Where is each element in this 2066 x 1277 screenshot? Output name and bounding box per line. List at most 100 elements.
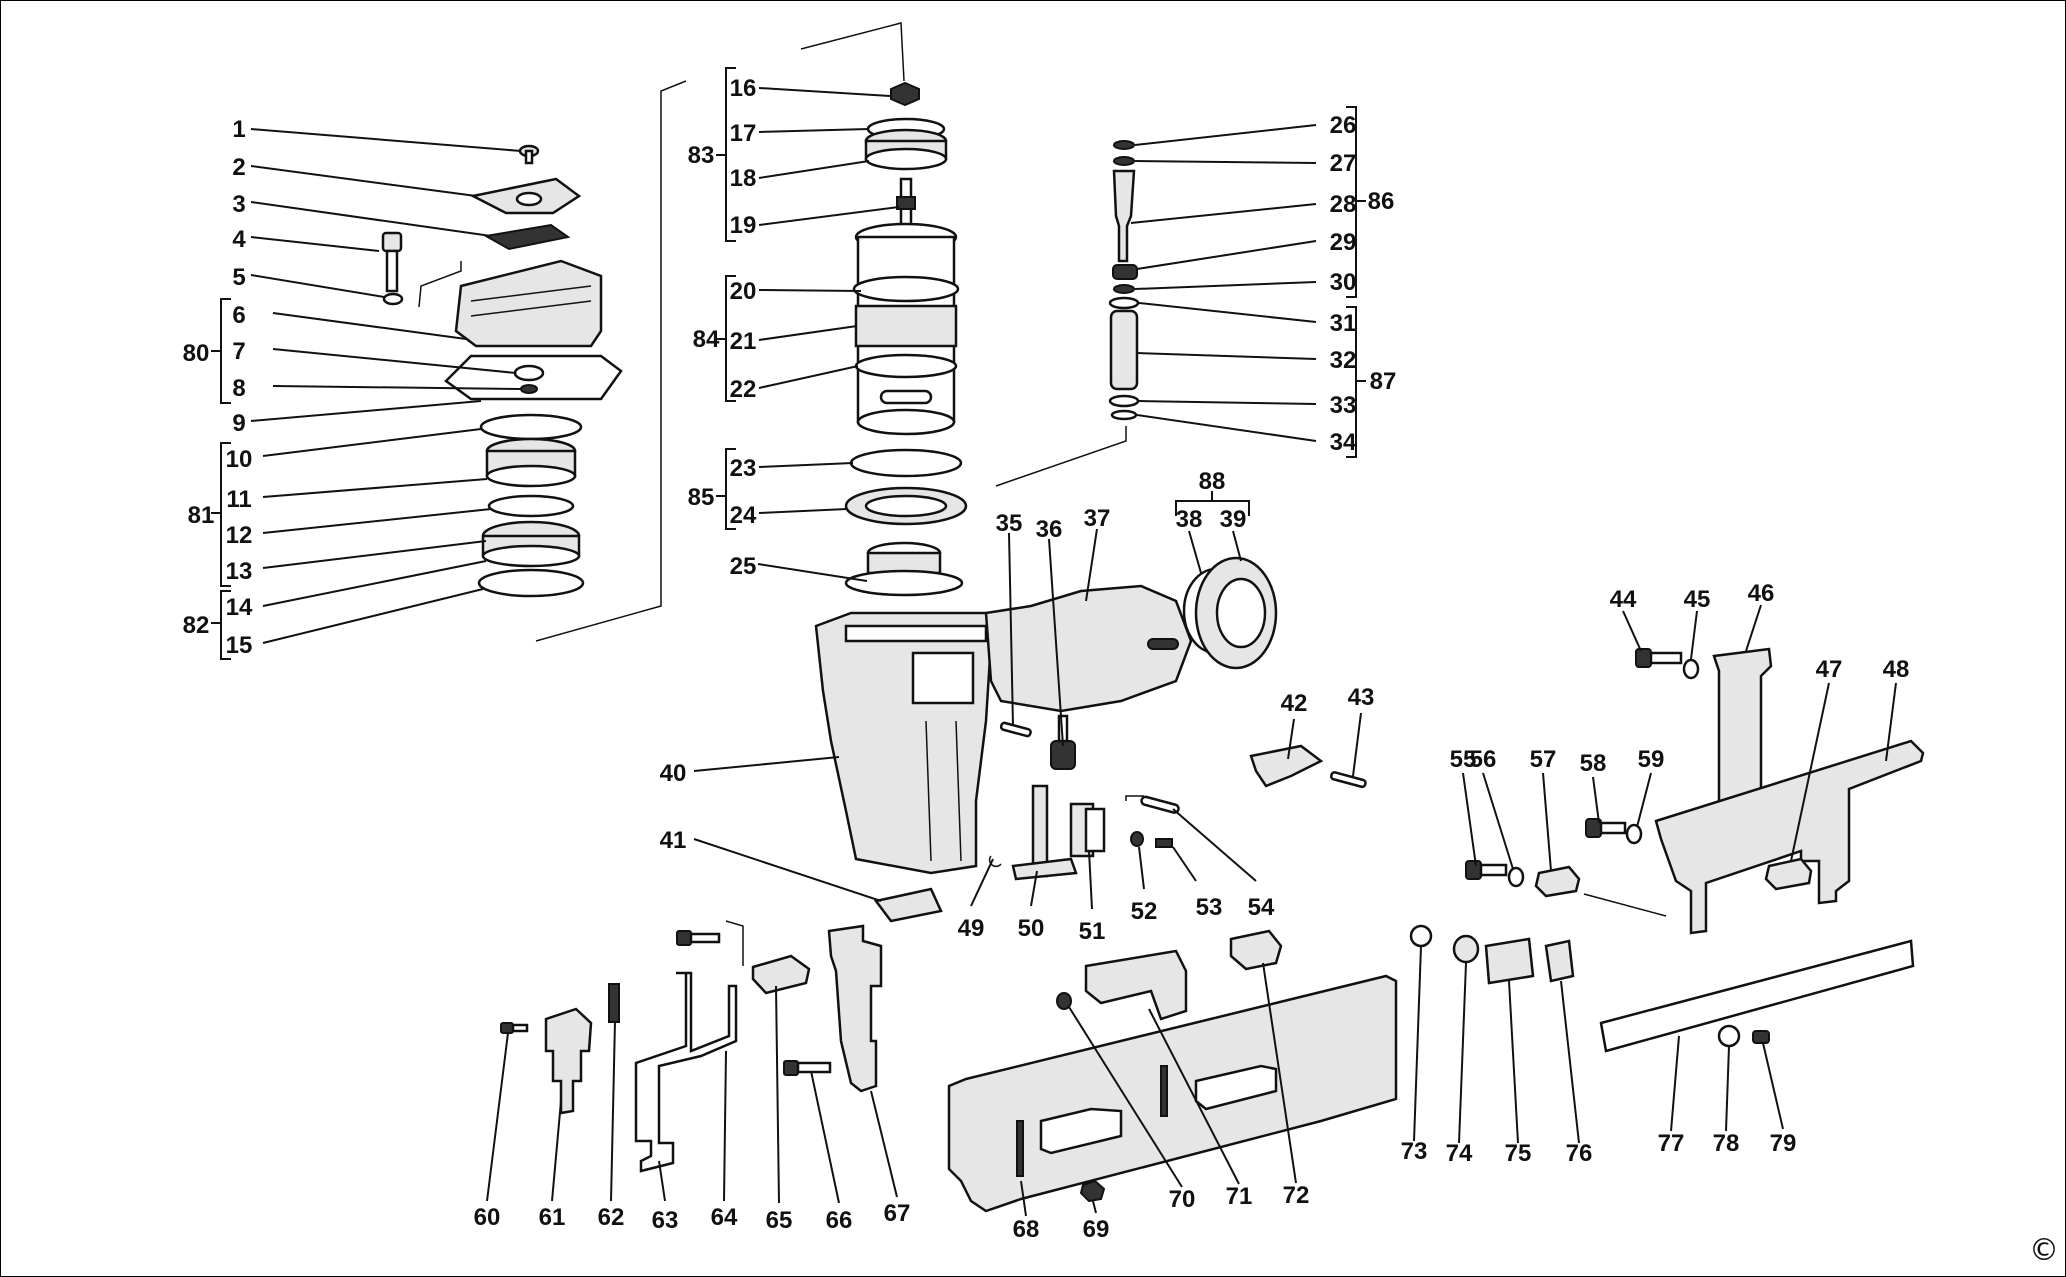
cylinder-assembly-center [844, 81, 968, 597]
callout-numbers: 1234567891011121314151617181920212223242… [183, 75, 1910, 1243]
callout-55: 55 [1450, 746, 1477, 773]
callout-35: 35 [996, 510, 1023, 537]
callout-40: 40 [660, 760, 687, 787]
callout-8: 8 [232, 375, 245, 402]
callout-71: 71 [1226, 1183, 1253, 1210]
callout-16: 16 [730, 75, 757, 102]
callout-27: 27 [1330, 150, 1357, 177]
callout-33: 33 [1330, 392, 1357, 419]
callout-17: 17 [730, 120, 757, 147]
callout-31: 31 [1330, 310, 1357, 337]
callout-13: 13 [226, 558, 253, 585]
callout-5: 5 [232, 264, 245, 291]
callout-67: 67 [884, 1200, 911, 1227]
callout-83: 83 [688, 142, 715, 169]
callout-75: 75 [1505, 1140, 1532, 1167]
callout-15: 15 [226, 632, 253, 659]
callout-32: 32 [1330, 347, 1357, 374]
callout-72: 72 [1283, 1182, 1310, 1209]
callout-66: 66 [826, 1207, 853, 1234]
callout-88: 88 [1199, 468, 1226, 495]
callout-68: 68 [1013, 1216, 1040, 1243]
callout-78: 78 [1713, 1130, 1740, 1157]
callout-28: 28 [1330, 191, 1357, 218]
callout-34: 34 [1330, 429, 1357, 456]
callout-64: 64 [711, 1204, 738, 1231]
callout-44: 44 [1610, 586, 1637, 613]
callout-58: 58 [1580, 750, 1607, 777]
callout-63: 63 [652, 1207, 679, 1234]
nailer-housing [814, 556, 1278, 875]
copyright-symbol: © [2029, 1233, 2059, 1268]
callout-19: 19 [730, 212, 757, 239]
callout-77: 77 [1658, 1130, 1685, 1157]
callout-82: 82 [183, 612, 210, 639]
callout-69: 69 [1083, 1216, 1110, 1243]
callout-84: 84 [693, 326, 720, 353]
callout-65: 65 [766, 1207, 793, 1234]
callout-86: 86 [1368, 188, 1395, 215]
callout-48: 48 [1883, 656, 1910, 683]
callout-36: 36 [1036, 516, 1063, 543]
callout-18: 18 [730, 165, 757, 192]
callout-20: 20 [730, 278, 757, 305]
callout-51: 51 [1079, 918, 1106, 945]
callout-43: 43 [1348, 684, 1375, 711]
callout-76: 76 [1566, 1140, 1593, 1167]
callout-37: 37 [1084, 505, 1111, 532]
callout-10: 10 [226, 446, 253, 473]
callout-30: 30 [1330, 269, 1357, 296]
callout-70: 70 [1169, 1186, 1196, 1213]
callout-49: 49 [958, 915, 985, 942]
callout-11: 11 [226, 486, 251, 513]
callout-47: 47 [1816, 656, 1843, 683]
callout-45: 45 [1684, 586, 1711, 613]
valve-assembly [1108, 140, 1140, 421]
contact-trip-parts [500, 924, 883, 1173]
callout-61: 61 [539, 1204, 566, 1231]
callout-85: 85 [688, 484, 715, 511]
callout-23: 23 [730, 455, 757, 482]
callout-54: 54 [1248, 894, 1275, 921]
callout-62: 62 [598, 1204, 625, 1231]
callout-59: 59 [1638, 746, 1665, 773]
callout-42: 42 [1281, 690, 1308, 717]
callout-52: 52 [1131, 898, 1158, 925]
callout-29: 29 [1330, 229, 1357, 256]
callout-74: 74 [1446, 1140, 1473, 1167]
callout-3: 3 [232, 191, 245, 218]
callout-80: 80 [183, 340, 210, 367]
callout-57: 57 [1530, 746, 1557, 773]
callout-56: 56 [1470, 746, 1497, 773]
callout-21: 21 [730, 328, 757, 355]
callout-53: 53 [1196, 894, 1223, 921]
callout-79: 79 [1770, 1130, 1797, 1157]
head-assembly-left [381, 144, 623, 598]
callout-9: 9 [232, 410, 245, 437]
callout-81: 81 [188, 502, 215, 529]
callout-2: 2 [232, 154, 245, 181]
callout-22: 22 [730, 376, 757, 403]
callout-7: 7 [232, 338, 245, 365]
callout-4: 4 [232, 226, 246, 253]
callout-12: 12 [226, 522, 253, 549]
mounting-parts-right [1409, 647, 1925, 1053]
callout-39: 39 [1220, 506, 1247, 533]
callout-73: 73 [1401, 1138, 1428, 1165]
callout-60: 60 [474, 1204, 501, 1231]
callout-50: 50 [1018, 915, 1045, 942]
callout-6: 6 [232, 302, 245, 329]
callout-24: 24 [730, 502, 757, 529]
callout-1: 1 [232, 116, 245, 143]
callout-87: 87 [1370, 368, 1397, 395]
magazine-parts [947, 929, 1398, 1213]
leader-lines [211, 22, 1897, 1217]
callout-14: 14 [226, 594, 253, 621]
callout-26: 26 [1330, 112, 1357, 139]
callout-38: 38 [1176, 506, 1203, 533]
callout-46: 46 [1748, 580, 1775, 607]
callout-41: 41 [660, 827, 687, 854]
callout-25: 25 [730, 553, 757, 580]
